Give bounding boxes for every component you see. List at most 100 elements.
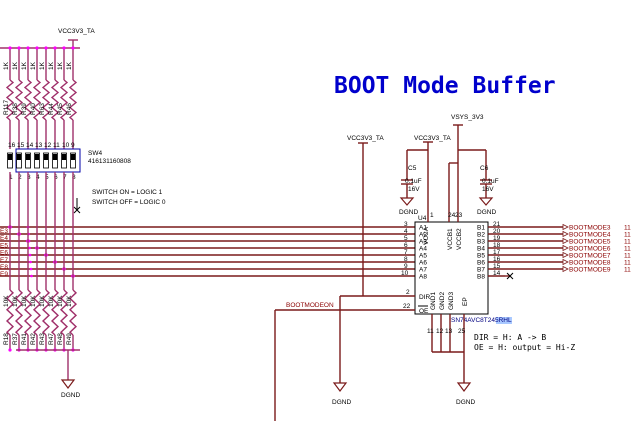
output-net-label: BOOTMODE5 (569, 239, 611, 246)
svg-text:A1: A1 (419, 225, 427, 232)
ic-dir-oe-pins: 2 DIR 22 OE BOOTMODEON (274, 289, 431, 421)
svg-text:13: 13 (445, 328, 453, 335)
svg-text:E6: E6 (0, 250, 8, 257)
output-net-label: BOOTMODE7 (569, 253, 611, 260)
svg-text:E9: E9 (0, 271, 8, 278)
svg-text:10: 10 (401, 270, 409, 277)
resistor-top-value: 1K (12, 61, 19, 70)
ic-ref: U4 (418, 215, 427, 222)
resistor-bottom-value: 10K (39, 295, 46, 307)
unused-pin-marker (73, 198, 81, 214)
svg-text:20: 20 (493, 228, 501, 235)
svg-text:3: 3 (27, 174, 31, 181)
vcc-label-mid2: VCC3V3_TA (414, 135, 451, 142)
svg-text:15: 15 (493, 263, 501, 270)
svg-text:GND1: GND1 (430, 292, 437, 310)
resistor-bottom-value: 10K (12, 295, 19, 307)
svg-text:GND3: GND3 (448, 292, 455, 310)
ic-top-pins: 1 24 23 VCCA VCCB1 VCCB2 (423, 125, 463, 250)
svg-text:VCCB2: VCCB2 (456, 228, 463, 250)
bus-a-lines (0, 225, 415, 278)
svg-text:21: 21 (493, 221, 501, 228)
svg-text:1: 1 (430, 212, 434, 219)
diagram-title: BOOT Mode Buffer (334, 73, 556, 99)
svg-text:B6: B6 (477, 260, 485, 267)
svg-text:A6: A6 (419, 260, 427, 267)
resistor-bottom-value: 10K (3, 295, 10, 307)
ic-part-number: SN74AVC8T245RHL (451, 317, 512, 324)
net-page-ref: 11 (624, 239, 631, 246)
svg-text:16V: 16V (408, 186, 420, 193)
resistor-bottom (14, 289, 24, 336)
resistor-bottom-value: 10K (57, 295, 64, 307)
resistor-top-ref: R117 (3, 100, 10, 115)
svg-text:16V: 16V (482, 186, 494, 193)
ground-symbol-ic: DGND (456, 382, 475, 406)
vcc-label-top-left: VCC3V3_TA (58, 28, 95, 35)
resistor-bottom (32, 289, 42, 336)
svg-text:A7: A7 (419, 267, 427, 274)
svg-text:A3: A3 (419, 239, 427, 246)
svg-text:9: 9 (404, 263, 408, 270)
svg-text:3: 3 (404, 221, 408, 228)
svg-text:12: 12 (44, 142, 52, 149)
resistor-bottom-ref: R37 (12, 333, 19, 345)
net-page-ref: 11 (624, 253, 631, 260)
resistor-top-ref: R38 (12, 103, 19, 115)
resistor-bottom-value: 10K (66, 295, 73, 307)
resistor-bottom (50, 289, 60, 336)
ic-u4-body (414, 221, 489, 315)
svg-text:4: 4 (404, 228, 408, 235)
resistor-top-ref: R40 (30, 103, 37, 115)
resistor-top (68, 79, 78, 121)
resistor-bottom (5, 289, 15, 336)
svg-text:A2: A2 (419, 232, 427, 239)
svg-text:8: 8 (72, 174, 76, 181)
svg-text:10: 10 (62, 142, 70, 149)
svg-text:19: 19 (493, 235, 501, 242)
ground-symbol-dir: DGND (332, 382, 351, 406)
capacitor-c6: C6 0.1uF 16V DGND (477, 150, 499, 216)
vsys-label: VSYS_3V3 (451, 114, 484, 121)
resistor-top-ref: R63 (39, 103, 46, 115)
resistor-top-ref: R39 (21, 103, 28, 115)
svg-text:DGND: DGND (61, 392, 80, 399)
net-page-ref: 11 (624, 260, 631, 267)
svg-text:DGND: DGND (399, 209, 418, 216)
svg-text:12: 12 (436, 328, 444, 335)
svg-text:16: 16 (8, 142, 16, 149)
svg-text:E7: E7 (0, 257, 8, 264)
svg-text:15: 15 (17, 142, 25, 149)
svg-text:2: 2 (406, 289, 410, 296)
svg-text:B5: B5 (477, 253, 485, 260)
resistor-bottom-ref: R43 (39, 333, 46, 345)
resistor-bank-bottom: 10KR1810KR3710KR4110KR4210KR4310KR4710KR… (3, 172, 78, 352)
svg-text:5: 5 (45, 174, 49, 181)
resistor-bottom-ref: R41 (21, 333, 28, 345)
resistor-top (23, 79, 33, 121)
svg-text:OE: OE (419, 308, 429, 315)
net-page-ref: 11 (624, 225, 631, 232)
switch-on-note: SWITCH ON = LOGIC 1 (92, 189, 163, 196)
svg-text:7: 7 (63, 174, 67, 181)
resistor-top (14, 79, 24, 121)
ground-symbol-left: DGND (60, 379, 80, 399)
switch-ref: SW4 (88, 150, 102, 157)
svg-text:VCCA: VCCA (423, 226, 430, 245)
svg-text:B2: B2 (477, 232, 485, 239)
svg-text:E5: E5 (0, 242, 8, 249)
svg-text:C5: C5 (408, 165, 417, 172)
svg-text:0.1uF: 0.1uF (405, 178, 422, 185)
resistor-top-value: 1K (30, 61, 37, 70)
svg-text:22: 22 (403, 303, 411, 310)
svg-text:E8: E8 (0, 264, 8, 271)
resistor-top-ref: R44 (48, 103, 55, 115)
resistor-bottom (41, 289, 51, 336)
svg-text:DGND: DGND (456, 399, 475, 406)
resistor-top (5, 79, 15, 121)
resistor-bottom (59, 289, 69, 336)
resistor-top (59, 79, 69, 121)
